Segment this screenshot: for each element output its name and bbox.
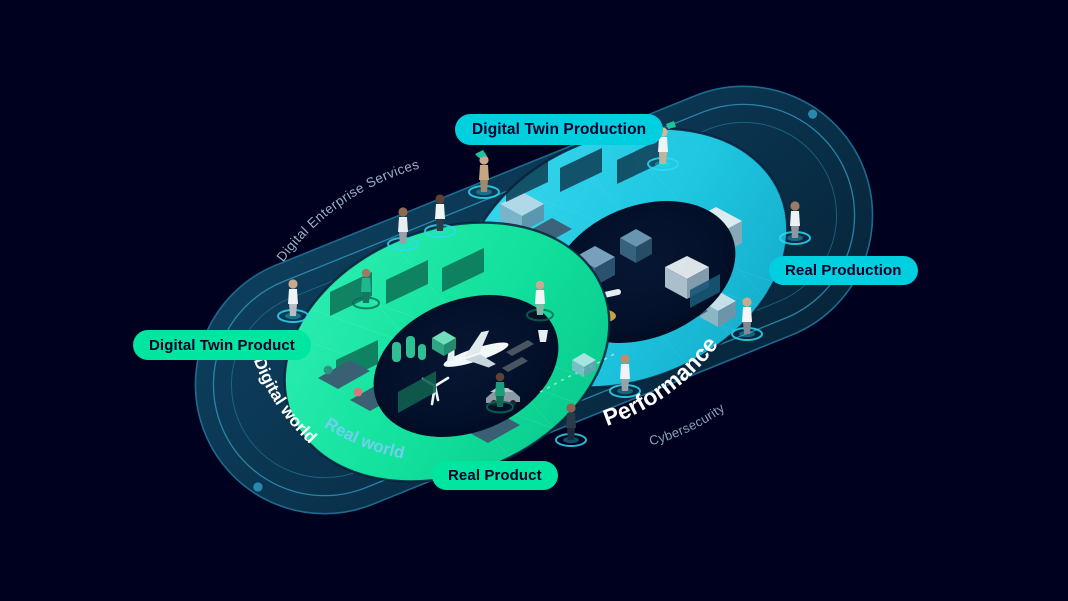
label-real-production[interactable]: Real Production bbox=[769, 256, 918, 285]
product-core bbox=[373, 295, 559, 437]
airplane-icon bbox=[443, 330, 509, 368]
label-digital-twin-production[interactable]: Digital Twin Production bbox=[455, 114, 664, 145]
standing-figures bbox=[277, 121, 811, 447]
label-digital-twin-product[interactable]: Digital Twin Product bbox=[133, 330, 311, 360]
connector-path bbox=[539, 351, 619, 393]
label-real-product[interactable]: Real Product bbox=[432, 461, 558, 490]
